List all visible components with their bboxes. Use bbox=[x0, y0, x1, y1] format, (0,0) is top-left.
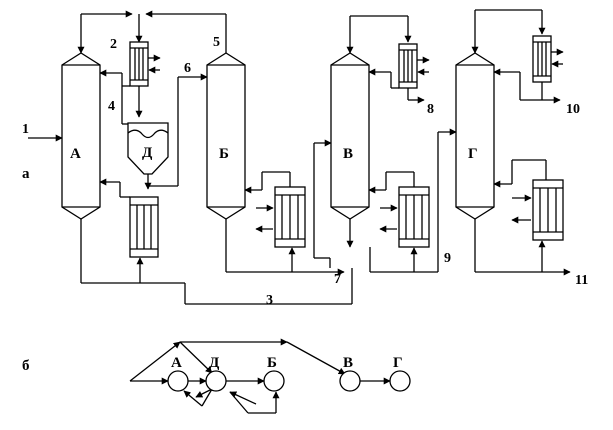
stream-5-label: 5 bbox=[213, 35, 220, 50]
stream-1-label: 1 bbox=[22, 122, 29, 137]
column-g bbox=[455, 52, 495, 220]
condenser-g bbox=[532, 35, 552, 83]
graph-label-d: Д bbox=[209, 355, 220, 371]
label-separator-d: Д bbox=[142, 145, 153, 161]
column-a bbox=[61, 52, 101, 220]
graph-node-a bbox=[167, 370, 189, 392]
graph-label-g: Г bbox=[393, 355, 403, 371]
graph-node-g bbox=[389, 370, 411, 392]
label-section-a: а bbox=[22, 166, 30, 182]
condenser-v bbox=[398, 43, 418, 89]
graph-nodes bbox=[167, 370, 411, 392]
label-section-b: б bbox=[22, 358, 30, 374]
stream-2-label: 2 bbox=[110, 37, 117, 52]
stream-9-label: 9 bbox=[444, 251, 451, 266]
label-column-v: В bbox=[343, 146, 353, 162]
stream-11-label: 11 bbox=[575, 273, 588, 288]
graph-node-b bbox=[263, 370, 285, 392]
stream-10-label: 10 bbox=[566, 102, 580, 117]
reboiler-v bbox=[398, 186, 430, 248]
label-column-a: А bbox=[70, 146, 81, 162]
graph-node-v bbox=[339, 370, 361, 392]
graph-label-a: А bbox=[171, 355, 182, 371]
reboiler-g bbox=[532, 179, 564, 241]
graph-label-b: Б bbox=[267, 355, 277, 371]
stream-6-label: 6 bbox=[184, 61, 191, 76]
column-b bbox=[206, 52, 246, 220]
graph-node-d bbox=[205, 370, 227, 392]
label-column-g: Г bbox=[468, 146, 478, 162]
column-v bbox=[330, 52, 370, 220]
stream-3-label: 3 bbox=[266, 293, 273, 308]
graph-edges bbox=[129, 338, 391, 414]
condenser-a bbox=[129, 41, 149, 87]
reboiler-a bbox=[129, 196, 159, 258]
label-column-b: Б bbox=[219, 146, 229, 162]
reboiler-b bbox=[274, 186, 306, 248]
graph-label-v: В bbox=[343, 355, 353, 371]
separator-d bbox=[127, 122, 169, 175]
stream-7-label: 7 bbox=[334, 272, 341, 287]
stream-4-label: 4 bbox=[108, 99, 115, 114]
stream-8-label: 8 bbox=[427, 102, 434, 117]
